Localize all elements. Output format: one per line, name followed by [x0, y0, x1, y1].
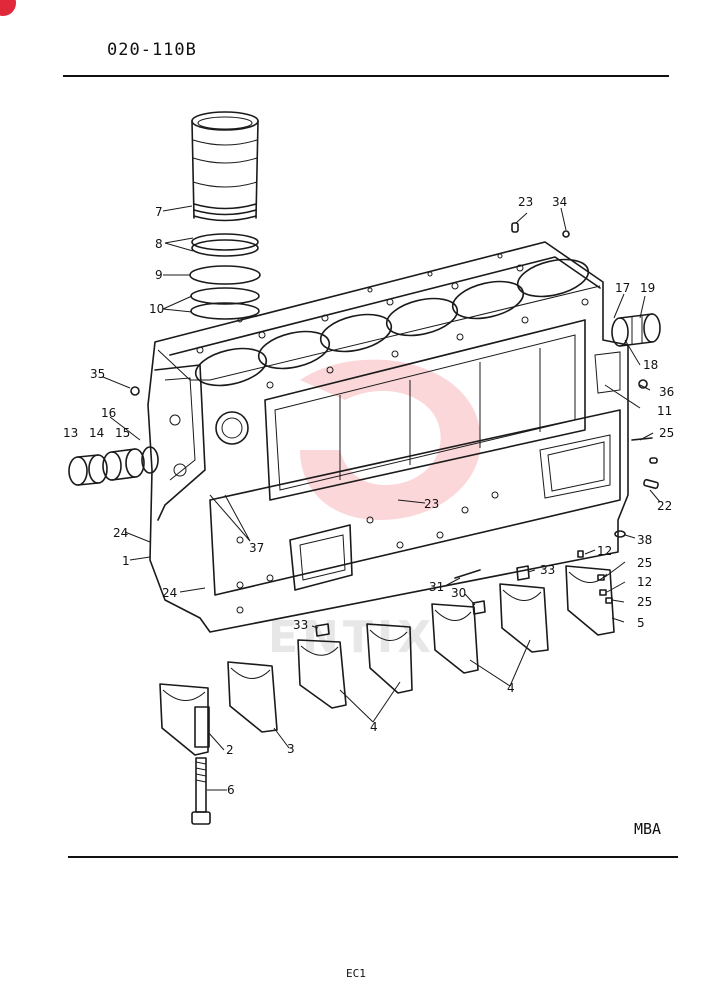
callout-17: 17: [615, 281, 630, 295]
rear-bushing: [611, 313, 661, 347]
skirt-holes: [236, 491, 499, 614]
callout-25-mid: 25: [637, 556, 652, 570]
callout-18: 18: [643, 358, 658, 372]
callout-34: 34: [552, 195, 567, 209]
corner-badge: [0, 0, 16, 16]
cylinder-liner: [189, 111, 261, 320]
leader-lines: [102, 205, 661, 791]
callout-35: 35: [90, 367, 105, 381]
callout-7: 7: [155, 205, 163, 219]
callout-23-top: 23: [518, 195, 533, 209]
bearing-caps: [159, 565, 615, 756]
callout-30: 30: [451, 586, 466, 600]
callout-6: 6: [227, 783, 235, 797]
callout-25-lower: 25: [637, 595, 652, 609]
callout-19: 19: [640, 281, 655, 295]
cylinder-block: [147, 241, 629, 633]
callout-4-left: 4: [370, 720, 378, 734]
top-plugs: [511, 222, 570, 238]
callout-13: 13: [63, 426, 78, 440]
callout-33-left: 33: [293, 618, 308, 632]
bearing-bolt: [191, 757, 211, 825]
drain-plugs: [315, 565, 530, 637]
callout-10: 10: [149, 302, 164, 316]
callout-16: 16: [101, 406, 116, 420]
callout-14: 14: [89, 426, 104, 440]
header-rule: [63, 75, 669, 77]
callout-2: 2: [226, 743, 234, 757]
page-code: 020-110B: [107, 40, 197, 60]
callout-23-mid: 23: [424, 497, 439, 511]
model-code: MBA: [634, 820, 662, 838]
callout-12-lower: 12: [637, 575, 652, 589]
callout-11: 11: [657, 404, 672, 418]
cam-bushings: [68, 446, 159, 486]
callout-36: 36: [659, 385, 674, 399]
callout-8: 8: [155, 237, 163, 251]
callout-24-upper: 24: [113, 526, 128, 540]
callout-24-lower: 24: [162, 586, 177, 600]
callout-1: 1: [122, 554, 130, 568]
callout-9: 9: [155, 268, 163, 282]
callout-labels: 7 8 9 10 35 16 13 14 15 23 34 17 19 18 3…: [63, 195, 674, 797]
callout-33-right: 33: [540, 563, 555, 577]
callout-31: 31: [429, 580, 444, 594]
callout-15: 15: [115, 426, 130, 440]
callout-22: 22: [657, 499, 672, 513]
page-number: EC1: [346, 967, 366, 980]
callout-5: 5: [637, 616, 645, 630]
callout-38: 38: [637, 533, 652, 547]
callout-12-upper: 12: [597, 544, 612, 558]
callout-25-upper: 25: [659, 426, 674, 440]
callout-37: 37: [249, 541, 264, 555]
callout-4-right: 4: [507, 681, 515, 695]
watermark: ENTIX: [268, 359, 481, 663]
callout-3: 3: [287, 742, 295, 756]
watermark-logo: [300, 359, 481, 520]
footer-rule: [68, 856, 678, 858]
deck-holes: [196, 253, 589, 389]
watermark-text: ENTIX: [268, 612, 435, 663]
